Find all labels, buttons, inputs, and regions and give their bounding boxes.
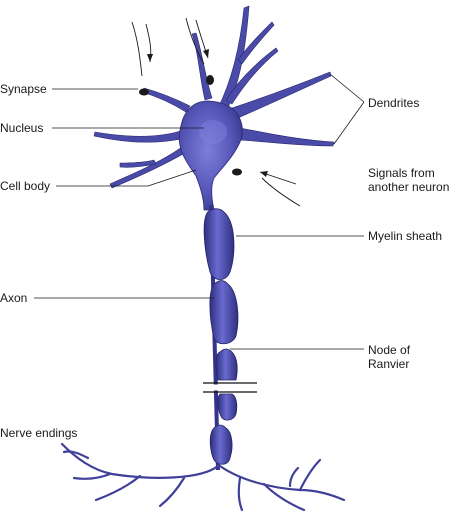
signal-arrowheads: [147, 49, 268, 177]
terminal-left-branch-a: [94, 474, 142, 502]
myelin-segment-3: [215, 348, 238, 381]
label-dendrites: Dendrites: [368, 96, 420, 110]
signal-arrowhead-2: [203, 49, 209, 58]
myelin-segment-4: [217, 393, 238, 421]
synapse-terminal-left: [139, 88, 149, 96]
signal-arrow-5: [261, 177, 301, 207]
label-nucleus: Nucleus: [0, 121, 44, 135]
terminal-left-main: [60, 442, 220, 479]
axon-break-gap: [205, 384, 255, 391]
signal-arrows: [131, 17, 301, 207]
myelin-segment-1: [203, 208, 235, 280]
nerve-endings: [60, 442, 346, 512]
dendrite-left: [93, 129, 187, 143]
leader-dendrites-a: [329, 73, 365, 103]
signal-arrow-3: [185, 17, 205, 65]
label-synapse: Synapse: [0, 82, 47, 96]
signal-arrowhead-1: [147, 54, 153, 62]
terminal-right-branch-b: [298, 458, 322, 492]
synapse-terminal-top: [206, 75, 214, 85]
axon-break-marker: [203, 382, 257, 393]
terminal-left-branch-c: [158, 476, 186, 508]
dendrite-right: [239, 127, 335, 147]
label-cell-body: Cell body: [0, 179, 51, 193]
terminal-right-branch-c: [288, 466, 300, 488]
dendrites: [93, 5, 335, 189]
dendrite-top-far-right: [225, 47, 279, 105]
dendrite-top-branch: [191, 32, 213, 101]
terminal-left-branch-d: [62, 450, 90, 460]
dendrite-left-upper: [141, 87, 191, 113]
label-signals-from-another-neuron: Signals from another neuron: [368, 166, 450, 194]
leader-cell-body-b: [147, 169, 197, 187]
terminal-left-branch-b: [72, 472, 112, 480]
leader-dendrites-b: [333, 101, 365, 145]
dendrite-upper-right: [231, 71, 332, 119]
label-axon: Axon: [0, 291, 28, 305]
myelin-segment-2: [209, 280, 239, 345]
label-node-of-ranvier: Node of Ranvier: [368, 343, 411, 371]
dendrite-left-lower-branch: [119, 159, 157, 168]
leader-lines: [34, 73, 365, 350]
nucleus-shape: [199, 120, 227, 144]
label-nerve-endings: Nerve endings: [0, 426, 78, 440]
signal-arrow-1: [131, 21, 143, 77]
synapse-terminals: [139, 75, 242, 176]
dendrite-left-lower: [109, 143, 191, 189]
myelin-segment-5: [209, 424, 233, 465]
myelin-sheaths: [203, 208, 239, 465]
terminal-right-branch-a: [262, 482, 306, 512]
label-myelin-sheath: Myelin sheath: [368, 229, 443, 243]
dendrite-top-right-branch: [237, 21, 275, 65]
signal-arrowhead-3: [260, 171, 268, 177]
terminal-right-branch-d: [237, 476, 244, 512]
synapse-terminal-right: [232, 168, 242, 176]
cell-body-shape: [178, 100, 243, 211]
